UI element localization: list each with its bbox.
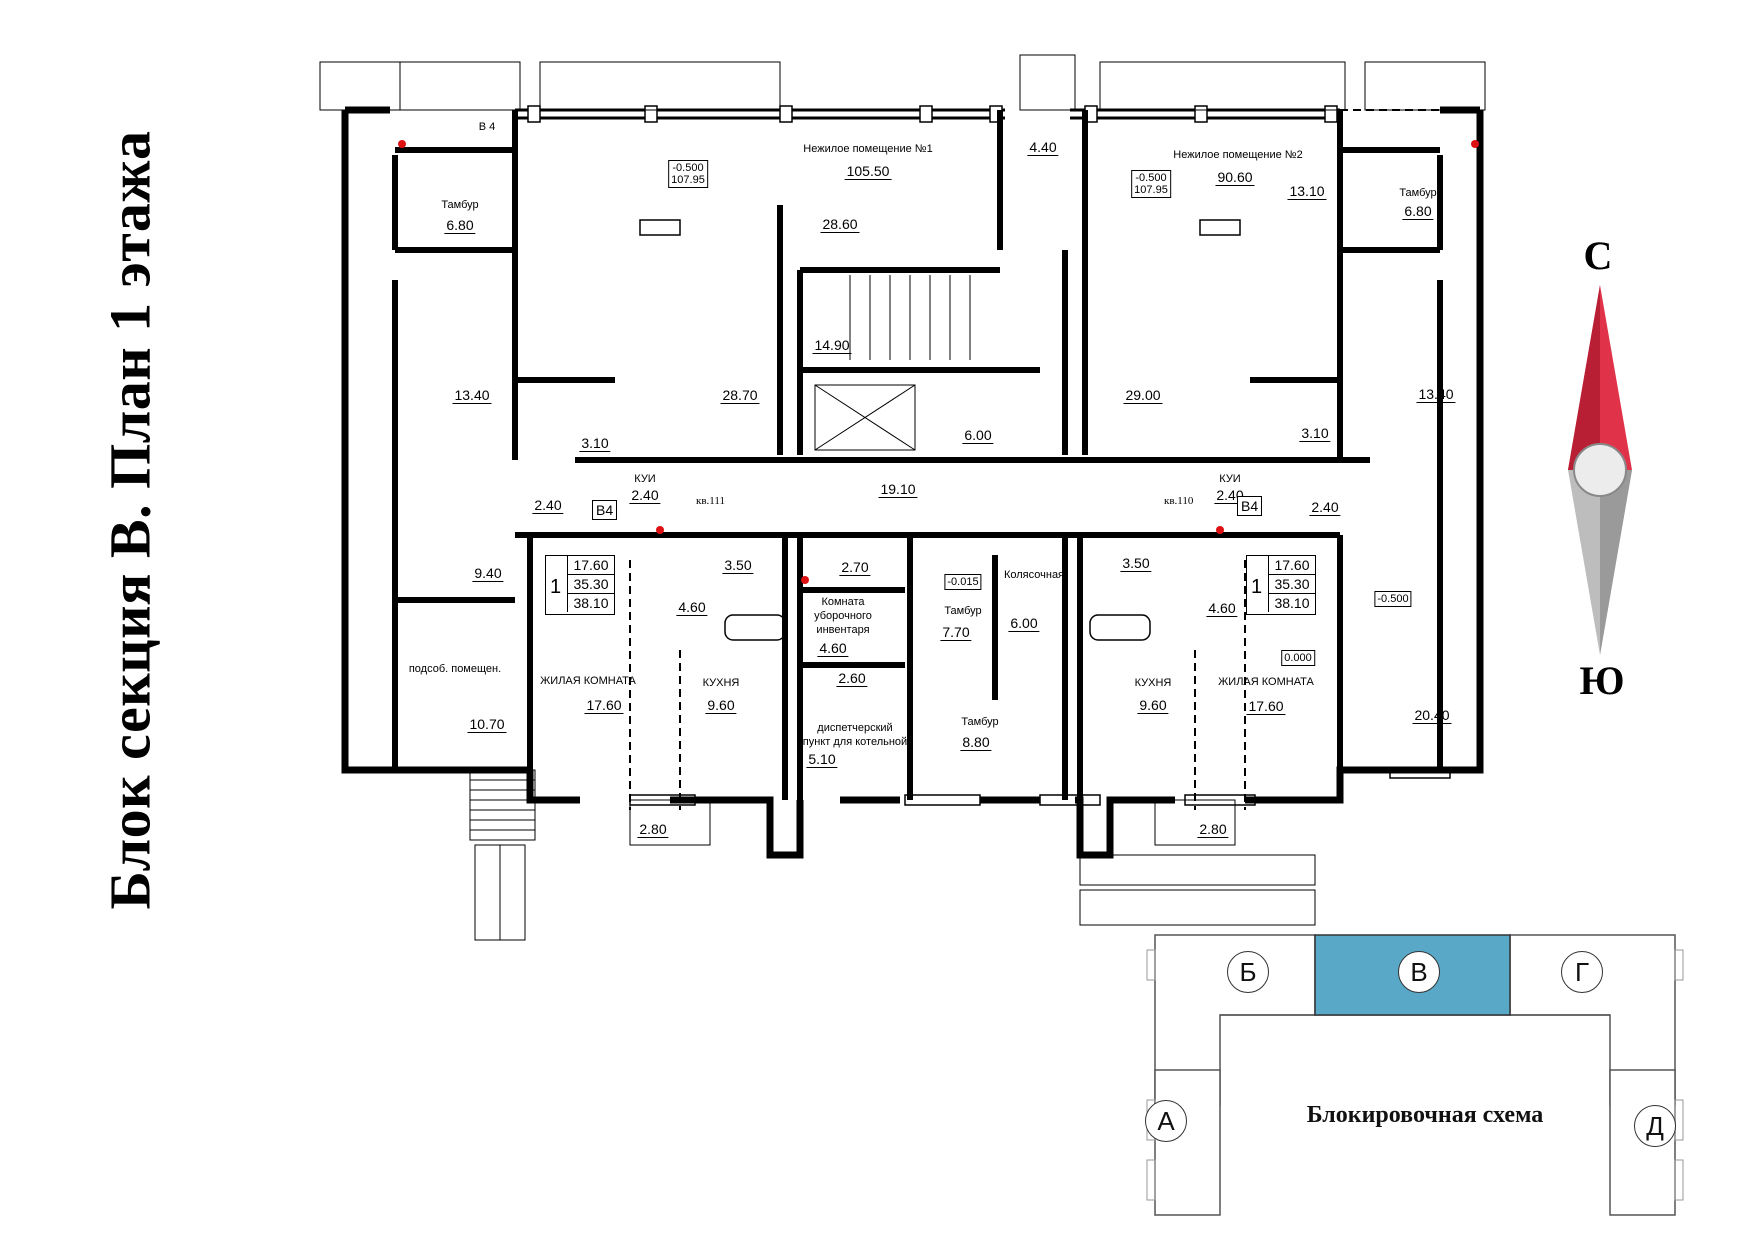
nonresidential-room-1-area: 105.50 [844,163,892,180]
apartment-room-count: 1 [550,576,562,598]
hall-left-area: 4.60 [676,599,708,616]
block-b: Б [1227,951,1269,993]
unit-tag: В4 [592,500,618,520]
hall-right-area: 4.60 [1206,600,1238,617]
kitchen-left-name: КУХНЯ [702,677,740,689]
blocking-scheme-title: Блокировочная схема [1306,1102,1544,1128]
level-mark: -0.500 107.95 [1131,170,1171,199]
vestibule-left-area: 6.80 [444,217,476,234]
room-area: 3.10 [579,435,611,452]
bathroom-left-area: 3.50 [722,557,754,574]
kitchen-right-name: КУХНЯ [1134,677,1172,689]
utility-room-area: 10.70 [467,716,507,733]
living-room-right-area: 17.60 [1246,698,1286,715]
level-mark: -0.015 [944,574,982,591]
room-area: 2.40 [532,497,564,514]
living-room-right-name: ЖИЛАЯ КОМНАТА [1218,676,1314,688]
apartment-net-area: 35.30 [567,575,614,594]
apartment-living-area: 17.60 [1268,556,1315,575]
apartment-total-area: 38.10 [1268,594,1315,612]
room-area: 2.60 [836,670,868,687]
unit-tag: В4 [1237,496,1263,516]
room-area: 28.60 [820,216,860,233]
vestibule-right-name: Тамбур [1399,187,1437,199]
stroller-room-name: Колясочная [1003,569,1065,581]
vestibule-south-area: 8.80 [960,734,992,751]
cleaning-room-area: 4.60 [817,640,849,657]
room-area: 13.40 [1416,386,1456,403]
room-area: 2.40 [1309,499,1341,516]
room-area: 13.40 [452,387,492,404]
apartment-number-label: кв.110 [1164,495,1194,507]
level-mark: 0.000 [1281,650,1315,667]
apartment-living-area: 17.60 [567,556,614,575]
dispatch-room-name: диспетчерский пункт для котельной [802,722,908,748]
room-area: 6.00 [962,427,994,444]
room-area: 20.40 [1412,707,1452,724]
cleaning-room-name: Комната уборочного инвентаря [814,596,872,636]
level-mark: -0.500 107.95 [668,160,708,189]
kitchen-right-area: 9.60 [1137,697,1169,714]
stroller-room-area: 6.00 [1008,615,1040,632]
apartment-summary-right: 1 17.60 35.30 38.10 [1246,555,1316,615]
section-label: В 4 [478,121,496,133]
apartment-number-label: кв.111 [696,495,725,507]
block-d: Д [1634,1105,1676,1147]
room-area: 13.10 [1287,183,1327,200]
block-v-active: В [1398,951,1440,993]
apartment-total-area: 38.10 [567,594,614,612]
vestibule-center-name: Тамбур [944,605,982,617]
vestibule-left-name: Тамбур [441,199,479,211]
apartment-room-count: 1 [1251,576,1263,598]
storage-left-area: 2.40 [629,487,661,504]
compass-south-label: Ю [1579,658,1625,703]
room-area: 4.40 [1027,139,1059,156]
balcony-left-area: 2.80 [637,821,669,838]
room-area: 2.70 [839,559,871,576]
dispatch-room-area: 5.10 [806,751,838,768]
compass-icon [1568,285,1632,655]
nonresidential-room-1-name: Нежилое помещение №1 [803,143,933,155]
room-area: 3.10 [1299,425,1331,442]
living-room-left-name: ЖИЛАЯ КОМНАТА [540,675,636,687]
block-g: Г [1561,951,1603,993]
room-area: 28.70 [720,387,760,404]
storage-right-name: КУИ [1219,473,1241,485]
balcony-right-area: 2.80 [1197,821,1229,838]
room-area: 9.40 [472,565,504,582]
living-room-left-area: 17.60 [584,697,624,714]
nonresidential-room-2-area: 90.60 [1215,169,1255,186]
block-a: А [1145,1100,1187,1142]
vestibule-south-name: Тамбур [961,716,999,728]
storage-right-area: 2.40 [1214,487,1246,504]
room-area: 14.90 [812,337,852,354]
compass-north-label: С [1583,233,1613,278]
apartment-net-area: 35.30 [1268,575,1315,594]
bathroom-right-area: 3.50 [1120,555,1152,572]
storage-left-name: КУИ [634,473,656,485]
level-mark: -0.500 [1374,591,1412,608]
vestibule-center-area: 7.70 [940,624,972,641]
kitchen-left-area: 9.60 [705,697,737,714]
utility-room-name: подсоб. помещен. [408,663,502,675]
vestibule-right-area: 6.80 [1402,203,1434,220]
corridor-area: 19.10 [878,481,918,498]
apartment-summary-left: 1 17.60 35.30 38.10 [545,555,615,615]
nonresidential-room-2-name: Нежилое помещение №2 [1173,149,1303,161]
room-area: 29.00 [1123,387,1163,404]
